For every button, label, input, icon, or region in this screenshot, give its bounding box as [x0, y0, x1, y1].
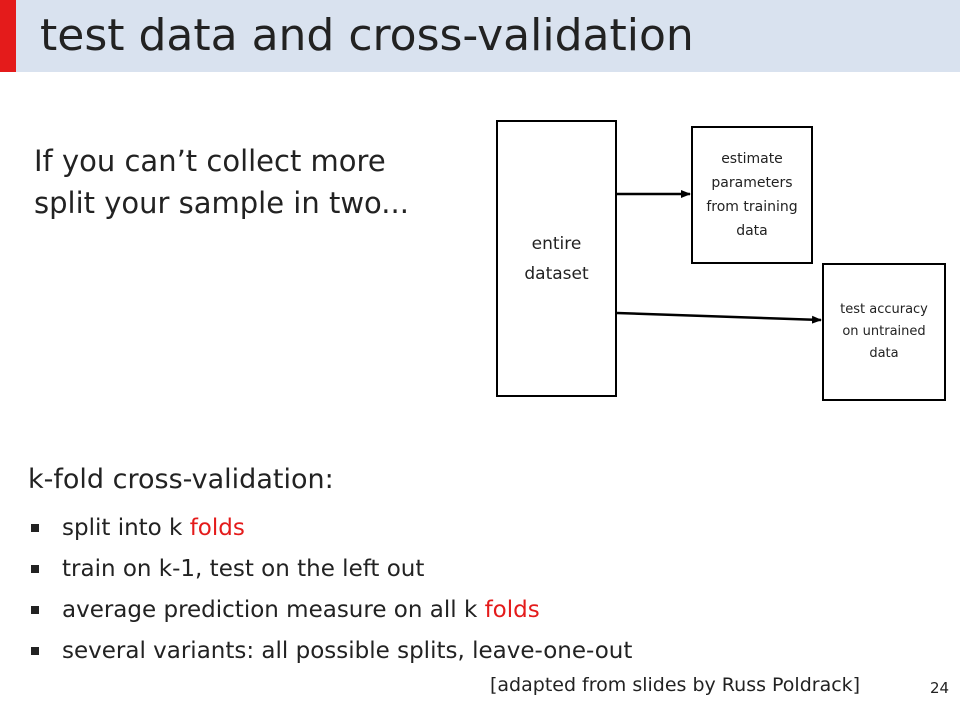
square-bullet-icon [31, 606, 39, 614]
bullet-text: average prediction measure on all k [62, 597, 485, 623]
entire-dataset-line-1: entire [531, 233, 582, 254]
test-box-line-1: test accuracy [840, 302, 928, 317]
test-box: test accuracy on untrained data [822, 263, 946, 401]
intro-line-2: split your sample in two... [34, 186, 409, 220]
training-box-line-1: estimate [721, 151, 783, 167]
entire-dataset-line-2: dataset [524, 263, 589, 284]
training-box-line-2: parameters [711, 175, 793, 191]
training-box-line-4: data [736, 223, 768, 239]
list-item: average prediction measure on all k fold… [28, 590, 632, 631]
title-bar [0, 0, 960, 72]
square-bullet-icon [31, 647, 39, 655]
bullet-highlight: folds [189, 515, 245, 541]
entire-dataset-box: entire dataset [496, 120, 617, 397]
intro-text: If you can’t collect more split your sam… [34, 140, 409, 224]
square-bullet-icon [31, 565, 39, 573]
test-box-line-2: on untrained [842, 324, 926, 339]
intro-line-1: If you can’t collect more [34, 144, 386, 178]
list-item: several variants: all possible splits, l… [28, 631, 632, 672]
bullet-highlight: folds [484, 597, 540, 623]
bullet-text: train on k-1, test on the left out [62, 556, 425, 582]
page-number: 24 [930, 679, 950, 697]
citation: [adapted from slides by Russ Poldrack] [490, 674, 861, 696]
list-item: train on k-1, test on the left out [28, 549, 632, 590]
slide-title: test data and cross-validation [40, 10, 694, 61]
training-box: estimate parameters from training data [691, 126, 813, 264]
kfold-heading: k-fold cross-validation: [28, 464, 334, 495]
training-box-line-3: from training [706, 199, 798, 215]
kfold-bullet-list: split into k folds train on k-1, test on… [28, 508, 632, 672]
square-bullet-icon [31, 524, 39, 532]
title-accent-stripe [0, 0, 16, 72]
test-box-line-3: data [869, 346, 899, 361]
arrow-to-test [616, 311, 822, 324]
bullet-text: split into k [62, 515, 190, 541]
list-item: split into k folds [28, 508, 632, 549]
bullet-text: several variants: all possible splits, l… [62, 638, 633, 664]
